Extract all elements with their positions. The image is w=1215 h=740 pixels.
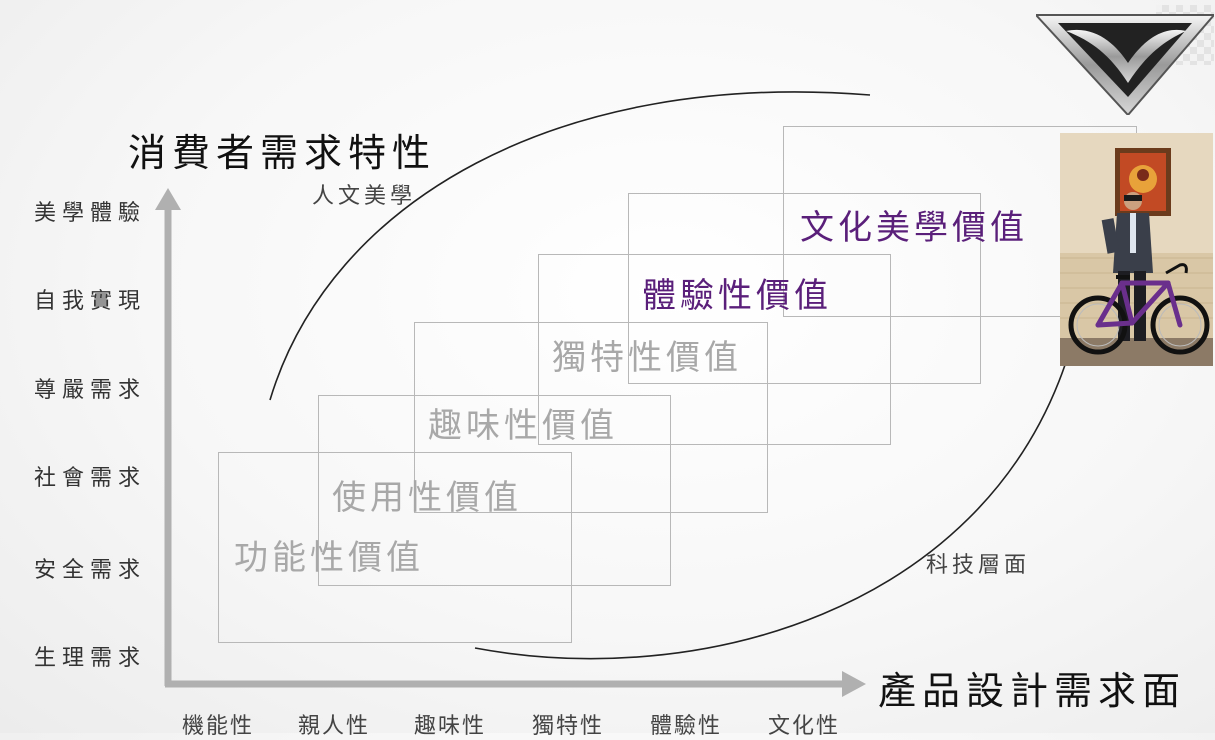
x-label-unique: 獨特性 (532, 714, 605, 739)
y-label-esteem-needs: 尊嚴需求 (34, 378, 147, 403)
x-label-experience: 體驗性 (650, 714, 723, 739)
y-label-safety-needs: 安全需求 (34, 558, 147, 583)
note-technology: 科技層面 (926, 553, 1031, 578)
x-axis-arrow (165, 671, 866, 697)
note-humanities: 人文美學 (312, 184, 417, 209)
y-label-physiological-needs: 生理需求 (34, 646, 147, 671)
box-functional (218, 452, 572, 643)
x-label-cultural: 文化性 (768, 714, 841, 739)
person-with-bicycle-photo (1060, 133, 1213, 366)
box-usability (318, 395, 671, 586)
label-unique-value: 獨特性價值 (552, 338, 742, 378)
lower-arc-curve (474, 364, 1066, 660)
upper-arc-curve (269, 91, 871, 401)
label-usability-value: 使用性價值 (332, 478, 522, 518)
x-label-friendly: 親人性 (298, 714, 371, 739)
box-fun (414, 322, 768, 513)
label-experience-value: 體驗性價值 (642, 276, 832, 316)
label-culture-value: 文化美學價值 (800, 208, 1028, 248)
y-label-self-actualization: 自我實現 (34, 289, 147, 314)
y-axis-arrow (155, 188, 181, 686)
x-label-mechanical: 機能性 (182, 714, 255, 739)
label-functional-value: 功能性價值 (234, 538, 424, 578)
y-label-aesthetic-experience: 美學體驗 (34, 201, 147, 226)
x-axis-title: 產品設計需求面 (878, 669, 1187, 713)
winged-v-logo-icon (1036, 5, 1214, 115)
y-axis-title: 消費者需求特性 (128, 131, 437, 175)
box-unique (538, 254, 891, 445)
x-label-fun: 趣味性 (414, 714, 487, 739)
y-label-social-needs: 社會需求 (34, 466, 147, 491)
box-experience (628, 193, 981, 384)
label-fun-value: 趣味性價值 (428, 406, 618, 446)
